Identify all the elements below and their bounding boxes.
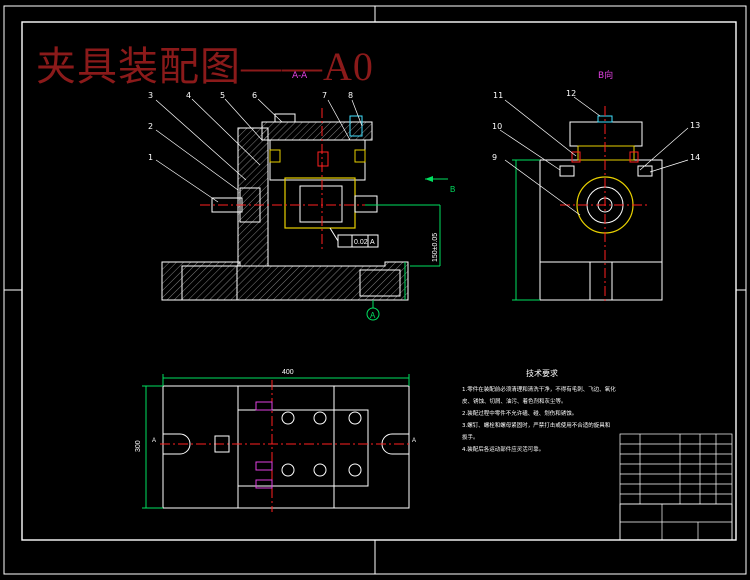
inner-border (21, 21, 737, 541)
balloon-6: 6 (252, 91, 257, 100)
balloon-3: 3 (148, 91, 153, 100)
tech-requirements-heading: 技术要求 (526, 369, 558, 378)
plan-width-dim: 400 (282, 369, 294, 376)
balloon-11: 11 (493, 91, 503, 100)
section-view-label: A-A (292, 71, 308, 81)
tech-line-1: 1.零件在装配前必须清理和清洗干净，不得有毛刺、飞边、氧化 (462, 387, 616, 393)
plan-height-dim: 300 (135, 440, 142, 452)
title-block (619, 433, 733, 541)
balloon-2: 2 (148, 122, 153, 131)
balloon-10: 10 (492, 122, 502, 131)
plan-view: 400 300 A A (135, 369, 416, 512)
side-balloons (499, 96, 689, 216)
cut-left: A (152, 438, 156, 444)
tech-line-6: 4.装配后各运动部件应灵活可靠。 (462, 447, 545, 453)
front-section-view: 150±0.05 0.02 A A B (161, 108, 455, 321)
balloon-7: 7 (322, 91, 327, 100)
balloon-14: 14 (690, 153, 700, 162)
balloon-13: 13 (690, 121, 700, 130)
balloon-5: 5 (220, 91, 225, 100)
tech-line-4: 3.螺钉、螺栓和螺母紧固时，严禁打击或使用不合适的旋具和 (462, 423, 611, 429)
balloon-8: 8 (348, 91, 353, 100)
balloon-4: 4 (186, 91, 191, 100)
tech-line-5: 扳手。 (462, 435, 479, 441)
datum-label: A (370, 311, 376, 320)
tech-line-3: 2.装配过程中零件不允许磕、碰、划伤和锈蚀。 (462, 411, 578, 417)
cut-right: A (412, 438, 416, 444)
side-view-label: B向 (598, 69, 613, 81)
balloon-1: 1 (148, 153, 153, 162)
side-view (512, 106, 663, 302)
balloon-12: 12 (566, 89, 576, 98)
vertical-dimension: 150±0.05 (432, 233, 439, 262)
tech-line-2: 皮、锈蚀、切屑、油污、着色剂和灰尘等。 (462, 399, 567, 405)
drawing-title: 夹具装配图——A0 (36, 44, 374, 89)
front-balloons (155, 98, 363, 203)
tolerance-value: 0.02 (354, 239, 368, 246)
tech-requirements: 技术要求 1.零件在装配前必须清理和清洗干净，不得有毛刺、飞边、氧化 皮、锈蚀、… (462, 368, 622, 456)
arrow-label: B (450, 185, 455, 194)
balloon-9: 9 (492, 153, 497, 162)
tolerance-datum: A (370, 239, 375, 246)
